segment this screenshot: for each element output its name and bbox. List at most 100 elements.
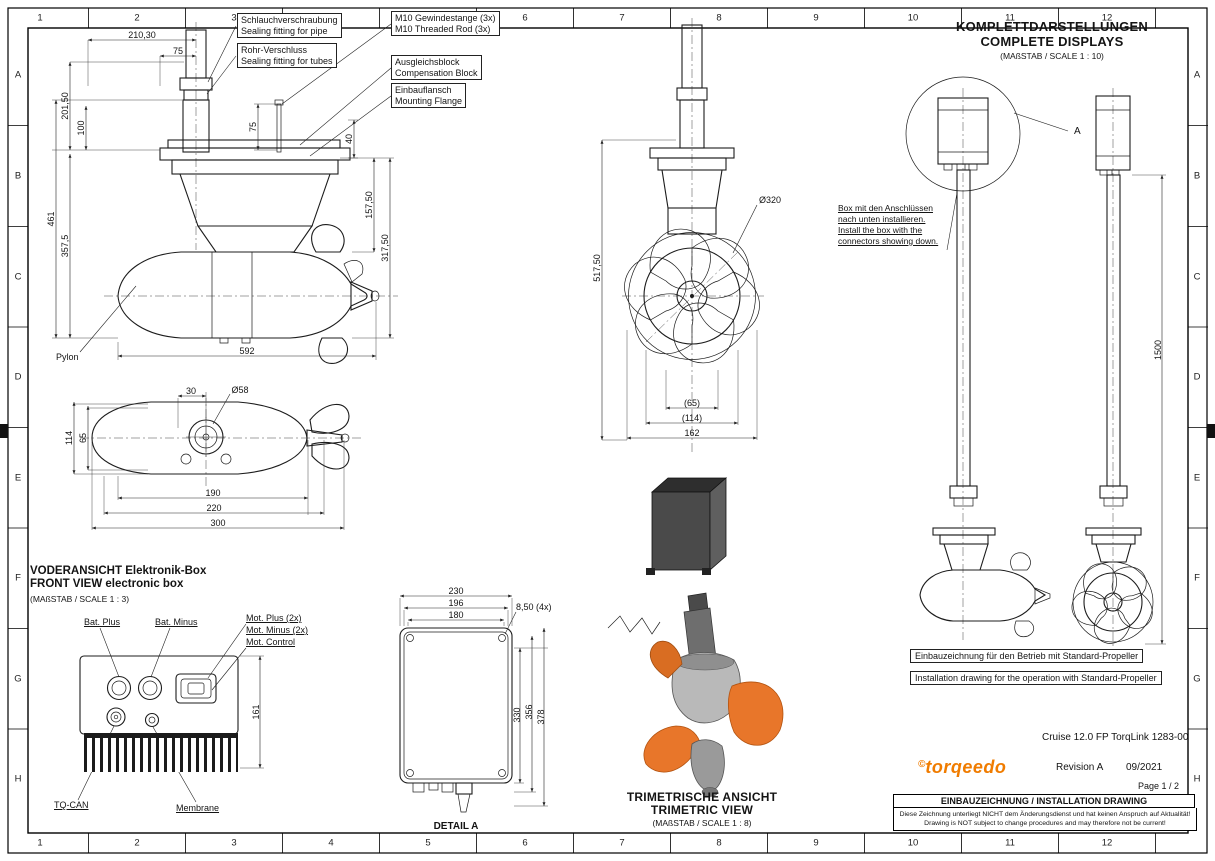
dim-label: Ø58	[231, 384, 249, 395]
grid-row-label: E	[1193, 472, 1201, 484]
dim-label: 461	[45, 211, 56, 227]
propeller-side	[311, 224, 345, 253]
grid-row-label: D	[1193, 371, 1201, 383]
grid-row-label: G	[1193, 673, 1201, 685]
date-label: 09/2021	[1126, 762, 1163, 773]
complete-title-de: KOMPLETTDARSTELLUNGEN	[956, 19, 1148, 34]
dim-label: 517,50	[591, 254, 602, 282]
ebox-title-en: FRONT VIEW electronic box	[30, 578, 184, 590]
threaded-rod	[276, 103, 282, 153]
dim-label: 378	[535, 709, 546, 725]
callout-threaded-rod: M10 Gewindestange (3x) M10 Threaded Rod …	[391, 11, 500, 36]
dim-label: 157,50	[363, 191, 374, 219]
trimetric-title-de: TRIMETRISCHE ANSICHT	[626, 790, 778, 804]
grid-row-label: B	[14, 170, 22, 182]
dim-label: 40	[343, 133, 354, 145]
callout-line-de: Schlauchverschraubung	[241, 15, 338, 25]
cable-gland	[412, 782, 425, 793]
dim-label: 220	[206, 502, 222, 513]
motor-body-3d	[671, 652, 741, 724]
propeller-3d	[728, 681, 784, 746]
grid-col-label: 2	[134, 837, 140, 849]
grid-col-label: 3	[231, 837, 237, 849]
dim-label: 114	[63, 430, 74, 446]
grid-col-label: 10	[907, 12, 919, 24]
electronic-box-drawing	[77, 623, 264, 803]
callout-sealing-fitting-pipe: Schlauchverschraubung Sealing fitting fo…	[237, 13, 342, 38]
grid-row-label: H	[14, 773, 22, 785]
break-line	[607, 615, 661, 635]
label-bat-plus: Bat. Plus	[84, 617, 121, 627]
grid-col-label: 8	[716, 12, 722, 24]
bolt-hole	[220, 453, 232, 465]
dim-label: Ø320	[758, 194, 782, 205]
grid-col-label: 3	[231, 12, 237, 24]
side-view-drawing	[52, 22, 398, 364]
cable-gland	[455, 782, 473, 795]
install-note-line: connectors showing down.	[838, 236, 939, 246]
trimetric-title-en: TRIMETRIC VIEW	[650, 803, 754, 817]
trimetric-scale: (MAßSTAB / SCALE 1 : 8)	[652, 818, 752, 828]
screw-hole	[406, 634, 414, 642]
grid-row-label: E	[14, 472, 22, 484]
label-mot-plus: Mot. Plus (2x)	[246, 613, 302, 623]
dim-label: 330	[511, 707, 522, 723]
prop-note-en: Installation drawing for the operation w…	[910, 671, 1162, 685]
membrane-port	[144, 712, 160, 728]
pylon-left	[919, 569, 1047, 622]
dim-label: 75	[247, 121, 258, 133]
detail-a-label: DETAIL A	[433, 821, 479, 832]
callout-compensation-block: Ausgleichsblock Compensation Block	[391, 55, 482, 80]
callout-line-en: Compensation Block	[395, 67, 478, 78]
grid-col-label: 4	[328, 837, 334, 849]
grid-col-label: 1	[37, 12, 43, 24]
dim-label: 180	[448, 609, 464, 620]
screw-hole	[498, 769, 506, 777]
callout-line-en: M10 Threaded Rod (3x)	[395, 23, 491, 34]
title-block-heading: EINBAUZEICHNUNG / INSTALLATION DRAWING	[893, 794, 1195, 808]
grid-col-label: 9	[813, 837, 819, 849]
callout-line-en: Mounting Flange	[395, 95, 463, 106]
detail-box-outline	[399, 627, 513, 784]
top-view-drawing	[72, 392, 362, 530]
dim-label: 210,30	[128, 29, 156, 40]
cable-gland	[428, 782, 439, 791]
callout-line-de: M10 Gewindestange (3x)	[395, 13, 496, 23]
grid-row-label: D	[14, 371, 22, 383]
dim-label: 65	[77, 432, 88, 444]
grid-col-label: 6	[522, 837, 528, 849]
bat-plus-connector	[106, 675, 132, 701]
grid-row-label: G	[14, 673, 22, 685]
label-mot-minus: Mot. Minus (2x)	[246, 625, 309, 635]
callout-sealing-fitting-tubes: Rohr-Verschluss Sealing fitting for tube…	[237, 43, 337, 68]
motor-connector	[175, 673, 217, 704]
install-note-line: Box mit den Anschlüssen	[838, 203, 933, 213]
disclaimer-de: Diese Zeichnung unterliegt NICHT dem Änd…	[899, 811, 1191, 818]
callout-line-de: Rohr-Verschluss	[241, 45, 308, 55]
callout-line-en: Sealing fitting for tubes	[241, 55, 333, 66]
grid-row-label: F	[1194, 572, 1200, 584]
dim-label: 162	[684, 427, 700, 438]
grid-row-label: C	[1193, 271, 1201, 283]
compensation-block	[167, 139, 341, 149]
dim-label: 196	[448, 597, 464, 608]
grid-col-label: 12	[1101, 12, 1113, 24]
grid-row-label: H	[1193, 773, 1201, 785]
grid-col-label: 2	[134, 12, 140, 24]
callout-line-en: Sealing fitting for pipe	[241, 25, 328, 36]
dim-label: 8,50 (4x)	[516, 602, 552, 612]
dim-label: 317,50	[379, 234, 390, 262]
callout-mounting-flange: Einbauflansch Mounting Flange	[391, 83, 467, 108]
heatsink-fins	[84, 733, 238, 772]
grid-row-label: A	[14, 69, 22, 81]
dim-label: 592	[239, 345, 255, 356]
grid-col-label: 7	[619, 12, 625, 24]
install-note-line: nach unten installieren.	[838, 214, 926, 224]
trimetric-drawing	[607, 477, 784, 797]
callout-line-de: Ausgleichsblock	[395, 57, 460, 67]
callout-line-de: Einbauflansch	[395, 85, 452, 95]
label-tq-can: TQ-CAN	[54, 800, 89, 810]
brand-name: torqeedo	[925, 757, 1007, 777]
detail-circle-a	[905, 76, 1021, 192]
front-view-drawing	[600, 18, 771, 452]
